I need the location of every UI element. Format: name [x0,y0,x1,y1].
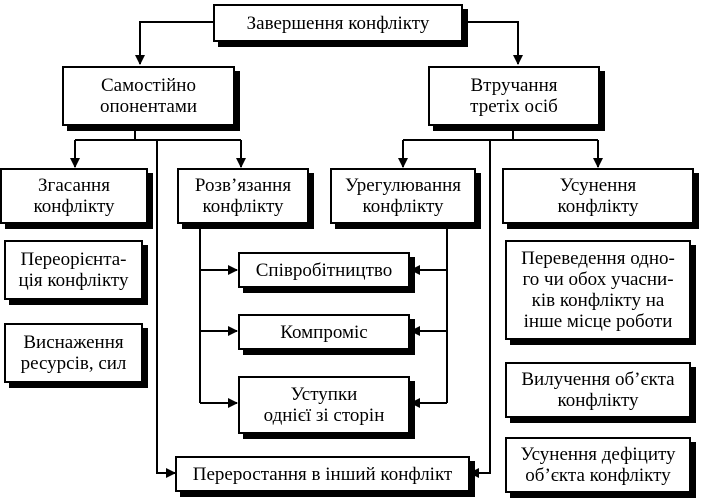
elimination-node: Усунення конфлікту [502,168,694,224]
elimination-item-line: го чи обох учасни- [522,269,674,290]
resolution-node: Розв’язання конфлікту [177,168,309,224]
right-branch-node: Втручання третіх осіб [428,66,600,126]
resolution-label-1: Розв’язання [194,175,292,196]
method-concessions: Уступки однієї зі сторін [238,376,410,434]
fading-item: Виснаження ресурсів, сил [4,323,143,383]
fading-item-line: Виснаження [23,332,124,353]
fading-item-line: ресурсів, сил [20,353,127,374]
elimination-item-line: ків конфлікту на [531,290,665,311]
arrow-left-to-escalation [156,140,176,478]
fading-item: Переорієнта- ція конфлікту [4,240,143,300]
settlement-node: Урегулювання конфлікту [330,168,476,224]
arrow-root-to-right [463,21,523,65]
elimination-item-line: Переведення одно- [521,248,675,269]
elimination-item: Переведення одно- го чи обох учасни- ків… [505,240,691,340]
elimination-item-line: Усунення дефіциту [520,444,676,465]
elimination-item: Вилучення об’єкта конфлікту [505,362,691,418]
elimination-item-line: Вилучення об’єкта [521,369,675,390]
escalation-node: Переростання в інший конфлікт [175,456,470,492]
root-label: Завершення конфлікту [246,12,430,34]
method-label: однієї зі сторін [263,405,385,426]
fading-node: Згасання конфлікту [0,168,148,224]
elimination-item-line: інше місце роботи [523,311,673,332]
method-compromise: Компроміс [238,314,410,350]
elimination-item-line: об’єкта конфлікту [525,465,671,486]
arrow-root-to-left [135,21,213,65]
method-label: Співробітництво [255,259,393,281]
right-branch-label-1: Втручання [470,75,558,96]
arrow-right-to-escalation [469,140,491,478]
resolution-label-2: конфлікту [202,196,284,217]
fading-label-1: Згасання [38,175,110,196]
method-cooperation: Співробітництво [238,252,410,288]
fading-label-2: конфлікту [33,196,115,217]
left-branch-label-1: Самостійно [101,75,196,96]
settlement-label-1: Урегулювання [344,175,462,196]
elimination-item-line: конфлікту [557,390,639,411]
method-label: Уступки [290,384,358,405]
settlement-label-2: конфлікту [362,196,444,217]
elimination-item: Усунення дефіциту об’єкта конфлікту [505,437,691,493]
fading-item-line: ція конфлікту [18,270,129,291]
elimination-label-2: конфлікту [557,196,639,217]
left-branch-node: Самостійно опонентами [62,66,235,126]
fading-item-line: Переорієнта- [20,249,127,270]
root-node: Завершення конфлікту [213,4,463,42]
right-branch-label-2: третіх осіб [470,96,558,117]
method-label: Компроміс [280,321,368,343]
elimination-label-1: Усунення [559,175,637,196]
left-branch-label-2: опонентами [99,96,198,117]
escalation-label: Переростання в інший конфлікт [192,463,453,485]
